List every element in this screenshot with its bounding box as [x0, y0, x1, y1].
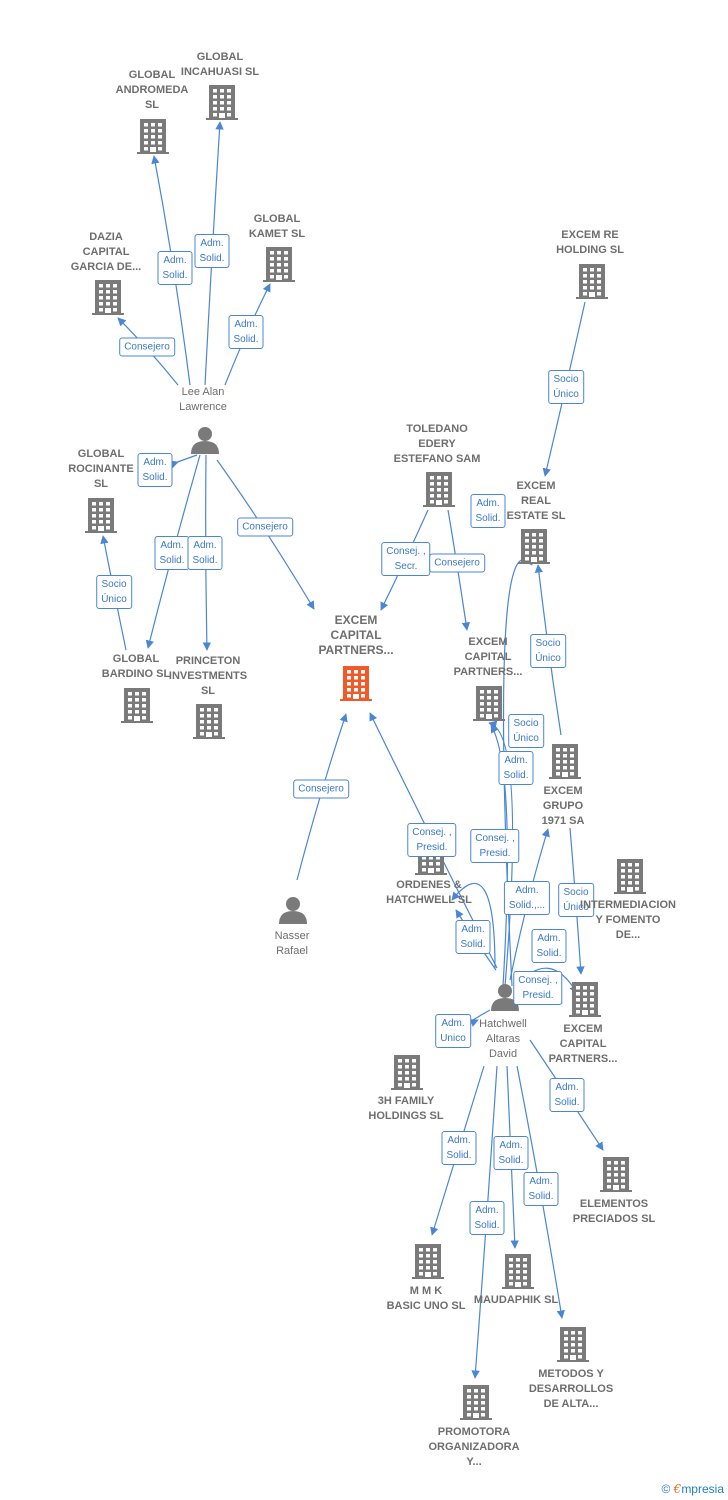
company-name[interactable]: EXCEM CAPITAL PARTNERS...: [453, 636, 523, 678]
edge-label[interactable]: Adm. Unico: [435, 1014, 471, 1048]
edge-label[interactable]: Adm. Solid.: [523, 1172, 559, 1206]
edge-line: [490, 724, 509, 987]
edge-label[interactable]: Adm. Solid.,...: [503, 881, 551, 915]
edge-label[interactable]: Adm. Solid.: [187, 536, 223, 570]
building-icon[interactable]: [473, 686, 505, 721]
edge-label[interactable]: Consej. , Presid.: [470, 829, 520, 863]
edge-label[interactable]: Consej. , Secr.: [381, 542, 431, 576]
edge-label[interactable]: Adm. Solid.: [157, 251, 193, 285]
edge-label[interactable]: Consejero: [293, 779, 349, 799]
building-icon[interactable]: [518, 529, 550, 564]
company-name[interactable]: GLOBAL INCAHUASI SL: [180, 51, 260, 78]
edge-label[interactable]: Socio Único: [548, 370, 584, 404]
person-icon[interactable]: [279, 897, 307, 924]
building-icon[interactable]: [502, 1254, 534, 1289]
company-name[interactable]: EXCEM REAL ESTATE SL: [506, 480, 566, 522]
building-icon[interactable]: [85, 498, 117, 533]
edge-label[interactable]: Adm. Solid.: [441, 1131, 477, 1165]
building-icon[interactable]: [412, 1244, 444, 1279]
edge-label[interactable]: Consej. , Presid.: [513, 971, 563, 1005]
company-name[interactable]: METODOS Y DESARROLLOS DE ALTA...: [528, 1368, 614, 1410]
footer-brand: © €mpresia: [661, 1482, 724, 1496]
edge-label[interactable]: Adm. Solid.: [531, 929, 567, 963]
company-name[interactable]: GLOBAL BARDINO SL: [101, 653, 171, 680]
edge-label[interactable]: Adm. Solid.: [549, 1078, 585, 1112]
edge-label[interactable]: Adm. Solid.: [498, 751, 534, 785]
building-icon[interactable]: [460, 1385, 492, 1420]
company-name[interactable]: MAUDAPHIK SL: [473, 1294, 559, 1306]
building-icon[interactable]: [263, 247, 295, 282]
building-icon[interactable]: [576, 264, 608, 299]
edge-label[interactable]: Consejero: [429, 553, 485, 573]
company-name[interactable]: ORDENES & HATCHWELL SL: [386, 879, 472, 906]
building-icon[interactable]: [600, 1157, 632, 1192]
building-icon[interactable]: [206, 85, 238, 120]
company-name[interactable]: ELEMENTOS PRECIADOS SL: [572, 1198, 656, 1225]
company-name[interactable]: GLOBAL ROCINANTE SL: [68, 448, 134, 490]
company-name[interactable]: 3H FAMILY HOLDINGS SL: [368, 1095, 444, 1122]
company-name[interactable]: GLOBAL KAMET SL: [248, 213, 306, 240]
building-icon[interactable]: [340, 666, 372, 701]
company-name[interactable]: PROMOTORA ORGANIZADORA Y...: [428, 1426, 520, 1468]
building-icon[interactable]: [549, 744, 581, 779]
company-name[interactable]: TOLEDANO EDERY ESTEFANO SAM: [393, 423, 481, 465]
company-name[interactable]: EXCEM GRUPO 1971 SA: [541, 785, 585, 827]
edge-label[interactable]: Socio Único: [508, 714, 544, 748]
edge-line: [169, 454, 198, 469]
edge-label[interactable]: Adm. Solid.: [455, 920, 491, 954]
company-name[interactable]: DAZIA CAPITAL GARCIA DE...: [70, 231, 142, 273]
edge-label[interactable]: Consej. , Presid.: [407, 823, 457, 857]
person-name[interactable]: Nasser Rafael: [274, 930, 310, 957]
building-icon[interactable]: [423, 472, 455, 507]
company-name[interactable]: EXCEM CAPITAL PARTNERS...: [548, 1023, 618, 1065]
building-icon[interactable]: [121, 688, 153, 723]
edge-label[interactable]: Consejero: [237, 517, 293, 537]
brand-name: mpresia: [681, 1482, 724, 1496]
building-icon[interactable]: [137, 119, 169, 154]
edge-label[interactable]: Adm. Solid.: [470, 494, 506, 528]
building-icon[interactable]: [193, 704, 225, 739]
copyright-symbol: ©: [661, 1482, 671, 1496]
building-icon[interactable]: [569, 982, 601, 1017]
company-name[interactable]: EXCEM RE HOLDING SL: [556, 229, 624, 256]
edge-label[interactable]: Adm. Solid.: [493, 1136, 529, 1170]
edge-line: [451, 882, 496, 969]
person-name[interactable]: Lee Alan Lawrence: [179, 386, 227, 413]
edge-label[interactable]: Adm. Solid.: [154, 536, 190, 570]
person-icon[interactable]: [491, 984, 519, 1011]
company-name[interactable]: INTERMEDIACION Y FOMENTO DE...: [580, 899, 676, 941]
edge-label[interactable]: Adm. Solid.: [228, 315, 264, 349]
edge-label[interactable]: Adm. Solid.: [194, 234, 230, 268]
edge-label[interactable]: Socio Único: [530, 634, 566, 668]
edge-label[interactable]: Consejero: [119, 337, 175, 357]
brand-logo-letter: €: [673, 1482, 682, 1496]
company-name[interactable]: EXCEM CAPITAL PARTNERS...: [318, 613, 394, 657]
person-name[interactable]: Hatchwell Altaras David: [479, 1018, 527, 1060]
edge-label[interactable]: Adm. Solid.: [137, 453, 173, 487]
edge-label[interactable]: Socio Único: [96, 575, 132, 609]
building-icon[interactable]: [391, 1055, 423, 1090]
company-name[interactable]: GLOBAL ANDROMEDA SL: [115, 69, 189, 111]
company-name[interactable]: M M K BASIC UNO SL: [386, 1285, 466, 1312]
building-icon[interactable]: [614, 859, 646, 894]
edge-label[interactable]: Socio Único: [558, 883, 594, 917]
building-icon[interactable]: [92, 280, 124, 315]
edge-label[interactable]: Adm. Solid.: [469, 1201, 505, 1235]
company-name[interactable]: PRINCETON INVESTMENTS SL: [168, 655, 248, 697]
building-icon[interactable]: [557, 1327, 589, 1362]
person-icon[interactable]: [191, 427, 219, 454]
